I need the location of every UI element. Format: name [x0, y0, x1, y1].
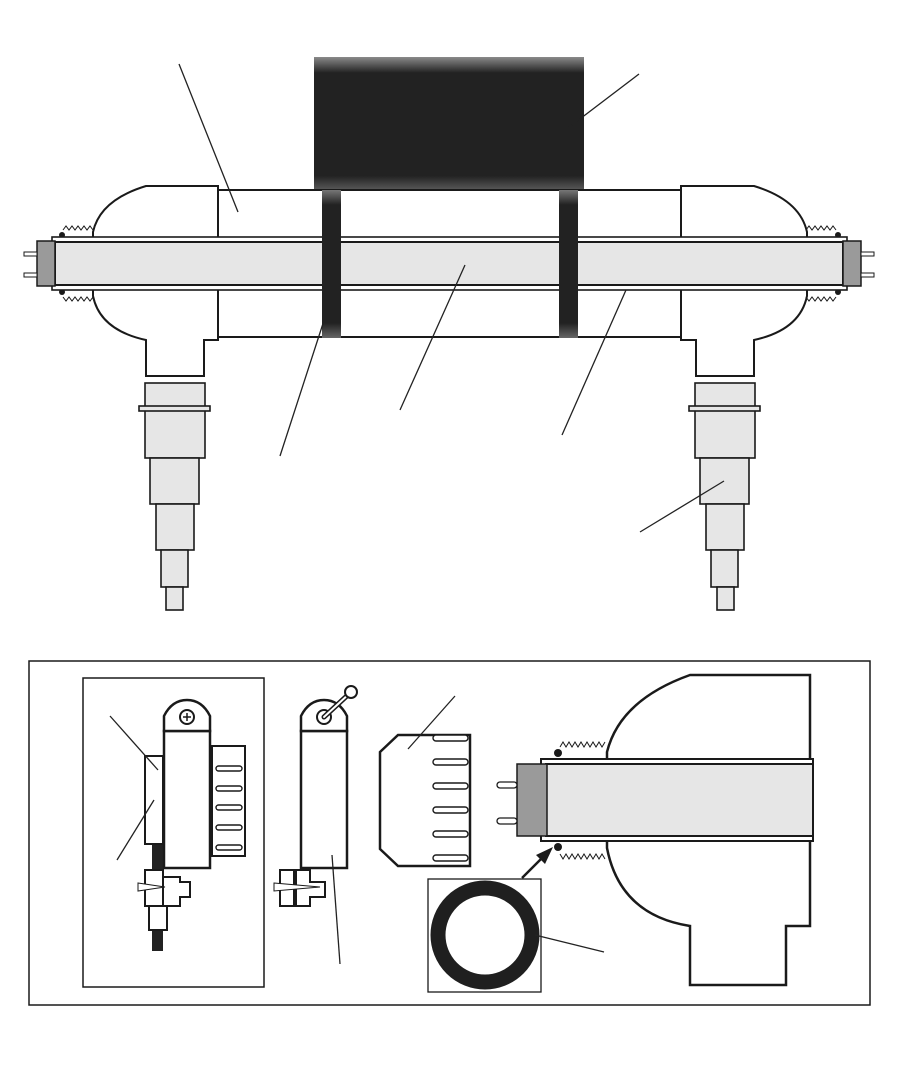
leader-clamp-plate — [116, 799, 155, 861]
leader-uv-lamp — [399, 264, 466, 411]
leader-end-cap — [178, 63, 239, 213]
detail-inset-clamp — [82, 677, 265, 988]
main-leader-lines — [178, 63, 725, 533]
o-ring-icon — [430, 880, 540, 990]
mounting-bracket — [314, 57, 584, 189]
detail-view — [28, 660, 871, 1006]
side-clamp-assembly — [137, 698, 246, 951]
lamp-connector — [378, 733, 472, 868]
clamp-with-screw — [273, 685, 358, 907]
lamp-pins-left — [23, 251, 38, 278]
lamp-cap-left — [36, 240, 56, 287]
outlet-fitting-right — [688, 382, 761, 611]
clamp-band-left — [322, 190, 341, 338]
screw-knob-icon — [344, 685, 358, 699]
leader-clamp-body — [109, 715, 159, 771]
uv-lamp-tube — [54, 241, 844, 286]
leader-clamp-screw — [331, 854, 341, 965]
lamp-pins-right — [860, 251, 875, 278]
detail-frame — [28, 660, 871, 1006]
leader-lamp-connector — [407, 695, 456, 750]
leader-outlet-fitting — [639, 480, 725, 533]
arrow-icon — [521, 847, 553, 879]
lamp-end-section — [496, 673, 814, 987]
clamp-band-right — [559, 190, 578, 338]
leader-o-ring — [534, 934, 605, 953]
lamp-cap-right — [842, 240, 862, 287]
main-view — [23, 57, 875, 611]
outlet-fitting-left — [138, 382, 211, 611]
leader-bracket — [567, 73, 640, 129]
leader-quartz-sleeve — [561, 289, 627, 436]
leader-clamp-band — [279, 304, 330, 457]
